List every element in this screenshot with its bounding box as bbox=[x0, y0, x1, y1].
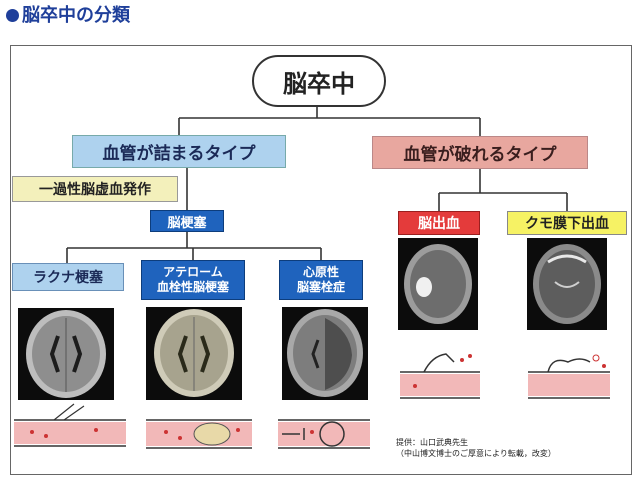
vessel-ich bbox=[400, 350, 480, 408]
athero-label-line2: 血栓性脳梗塞 bbox=[156, 280, 229, 294]
athero-box: アテローム血栓性脳梗塞 bbox=[141, 260, 245, 300]
credit-line1: 提供：山口武典先生 bbox=[396, 438, 468, 447]
lacunar-label: ラクナ梗塞 bbox=[33, 270, 103, 286]
sah-label: クモ膜下出血 bbox=[525, 216, 609, 232]
vessel-lacunar bbox=[14, 403, 126, 456]
infarct-label: 脳梗塞 bbox=[167, 215, 207, 231]
blocked-type-label: 血管が詰まるタイプ bbox=[102, 144, 256, 164]
credit-note: 提供：山口武典先生 （中山博文博士のご厚意により転載，改変） bbox=[396, 437, 556, 459]
athero-label-line1: アテローム bbox=[163, 265, 223, 279]
credit-line2: （中山博文博士のご厚意により転載，改変） bbox=[396, 449, 556, 458]
vessel-sah bbox=[528, 350, 610, 408]
vessel-cardio bbox=[278, 410, 370, 456]
tia-label: 一過性脳虚血発作 bbox=[39, 182, 151, 198]
ct-scan-athero bbox=[146, 307, 242, 400]
sah-box: クモ膜下出血 bbox=[507, 211, 627, 235]
page-title: 脳卒中の分類 bbox=[6, 4, 130, 28]
ct-scan-cardio bbox=[282, 307, 368, 400]
tia-box: 一過性脳虚血発作 bbox=[12, 176, 178, 202]
page-title-text: 脳卒中の分類 bbox=[22, 5, 130, 26]
vessel-athero bbox=[146, 410, 252, 456]
ich-box: 脳出血 bbox=[398, 211, 480, 235]
lacunar-box: ラクナ梗塞 bbox=[12, 263, 124, 291]
ct-scan-sah bbox=[527, 238, 607, 330]
cardio-label-line2: 脳塞栓症 bbox=[296, 280, 345, 294]
ich-label: 脳出血 bbox=[418, 216, 460, 232]
cardio-label-line1: 心原性 bbox=[302, 265, 339, 279]
rupture-type-box: 血管が破れるタイプ bbox=[372, 136, 588, 169]
rupture-type-label: 血管が破れるタイプ bbox=[403, 145, 557, 165]
root-node-stroke: 脳卒中 bbox=[252, 55, 386, 107]
infarct-box: 脳梗塞 bbox=[150, 210, 224, 232]
ct-scan-lacunar bbox=[18, 308, 114, 400]
ct-scan-ich bbox=[398, 238, 478, 330]
blocked-type-box: 血管が詰まるタイプ bbox=[72, 135, 286, 168]
bullet-dot-icon bbox=[6, 9, 19, 22]
root-node-label: 脳卒中 bbox=[283, 69, 355, 98]
cardio-box: 心原性脳塞栓症 bbox=[279, 260, 363, 300]
